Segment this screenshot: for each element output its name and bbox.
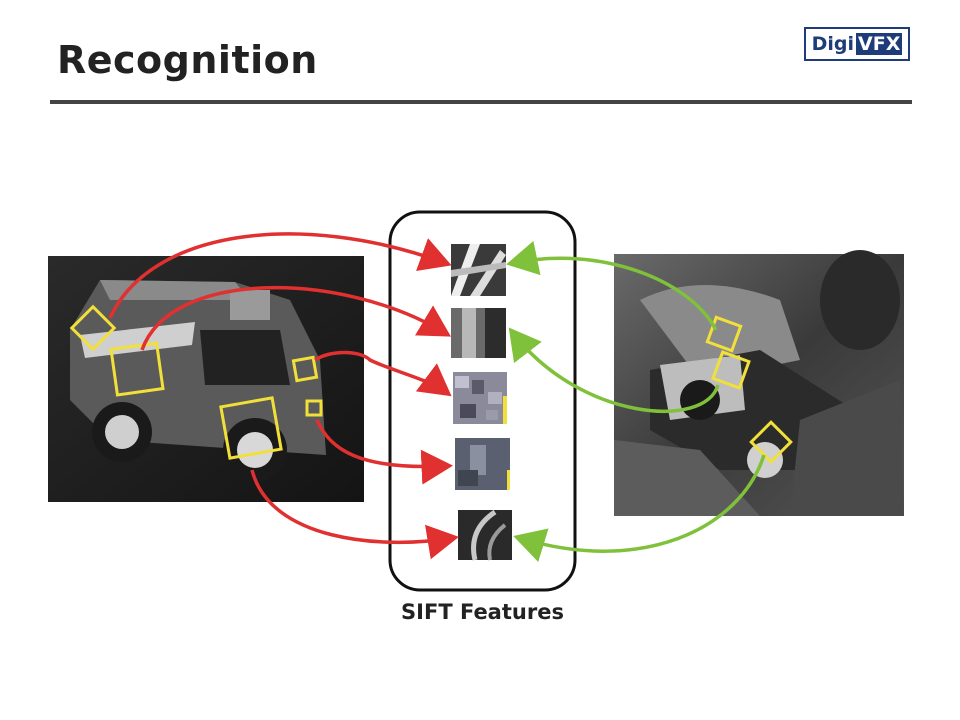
feature-patch-1 <box>451 244 506 296</box>
left-truck-photo <box>48 256 364 502</box>
keypoint-box <box>291 355 319 383</box>
match-arrow-red <box>140 286 452 351</box>
keypoint-box <box>305 399 323 417</box>
match-arrow-green <box>513 454 766 562</box>
match-arrow-red <box>315 419 453 485</box>
keypoint-box <box>69 304 117 352</box>
right-scene-photo <box>614 250 904 516</box>
match-arrow-green <box>508 327 720 413</box>
keypoint-box <box>749 420 793 464</box>
feature-patch-4 <box>455 438 510 490</box>
match-arrow-red <box>108 232 452 319</box>
match-arrow-red <box>314 350 452 397</box>
logo-text-vfx: VFX <box>856 33 903 55</box>
slide-title: Recognition <box>57 38 318 82</box>
logo-text-digi: Digi <box>811 33 855 55</box>
title-divider <box>50 100 912 104</box>
sift-feature-frame <box>388 210 577 592</box>
feature-patch-5 <box>458 509 512 561</box>
keypoint-box <box>705 315 743 353</box>
feature-patch-2 <box>451 308 506 358</box>
keypoint-box <box>219 396 283 460</box>
feature-patch-3 <box>453 372 507 424</box>
keypoint-box <box>109 341 165 397</box>
match-arrow-red <box>250 469 459 560</box>
sift-features-caption: SIFT Features <box>401 600 564 624</box>
match-arrow-green <box>506 240 718 331</box>
keypoint-box <box>711 350 751 390</box>
